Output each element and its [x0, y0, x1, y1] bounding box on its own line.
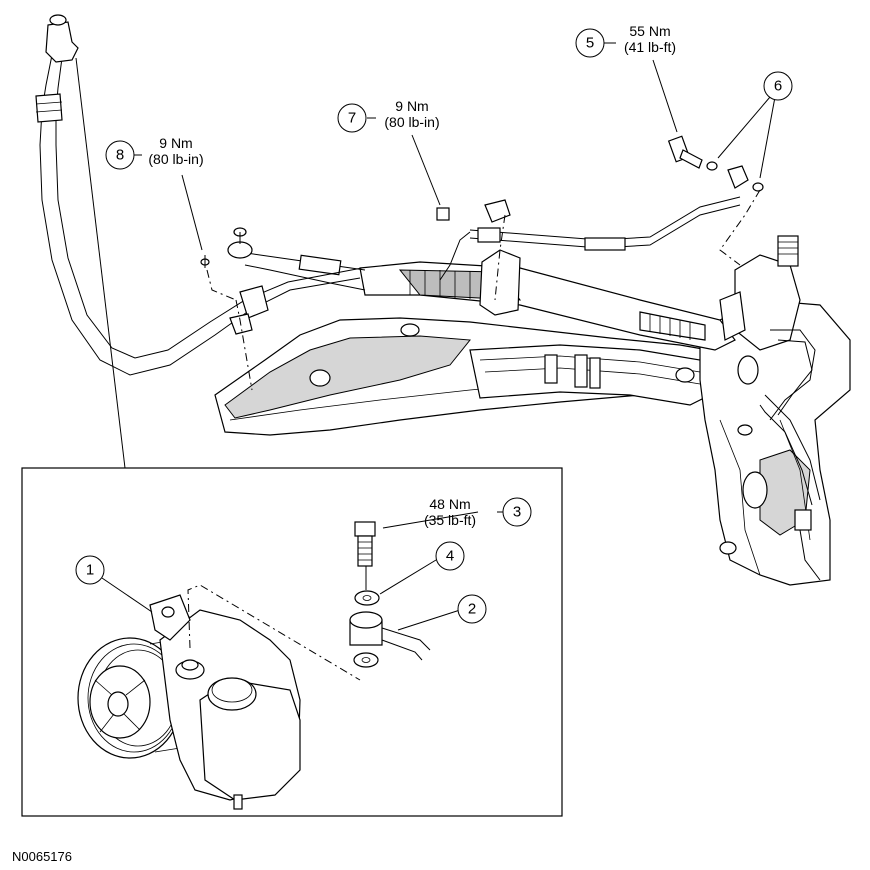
callout-4: 4 — [435, 541, 465, 571]
steering-gear — [227, 227, 801, 385]
callout-5-torque-imperial: (41 lb-ft) — [624, 39, 676, 55]
callout-5-torque-metric: 55 Nm — [629, 23, 670, 39]
callout-8-torque-imperial: (80 lb-in) — [148, 151, 203, 167]
callout-2: 2 — [457, 594, 487, 624]
callout-1-number: 1 — [86, 562, 94, 579]
pump-pulley — [77, 637, 183, 759]
callout-6: 6 — [763, 71, 793, 101]
callout-8-torque-metric: 9 Nm — [159, 135, 192, 151]
leader-lines — [75, 42, 776, 631]
callout-7-torque-imperial: (80 lb-in) — [384, 114, 439, 130]
callout-6-number: 6 — [774, 78, 782, 95]
callout-3-torque-imperial: (35 lb-ft) — [424, 512, 476, 528]
callout-8-number: 8 — [116, 147, 124, 164]
callout-4-number: 4 — [446, 548, 454, 565]
supply-hose — [35, 14, 511, 391]
callout-3-number: 3 — [513, 504, 521, 521]
callout-7: 7 9 Nm (80 lb-in) — [337, 98, 440, 133]
callout-7-number: 7 — [348, 110, 356, 127]
pump-bolt-stack — [349, 521, 431, 668]
pump-detail-inset — [21, 467, 563, 817]
pressure-line — [439, 135, 821, 581]
callout-5-number: 5 — [586, 35, 594, 52]
figure-reference: N0065176 — [12, 849, 72, 864]
callout-3: 3 48 Nm (35 lb-ft) — [424, 496, 532, 528]
callout-8: 8 9 Nm (80 lb-in) — [105, 135, 204, 170]
callout-2-number: 2 — [468, 601, 476, 618]
callout-5: 5 55 Nm (41 lb-ft) — [575, 23, 676, 58]
callout-7-torque-metric: 9 Nm — [395, 98, 428, 114]
callout-1: 1 — [75, 555, 105, 585]
callout-3-torque-metric: 48 Nm — [429, 496, 470, 512]
pump-body — [149, 594, 301, 810]
